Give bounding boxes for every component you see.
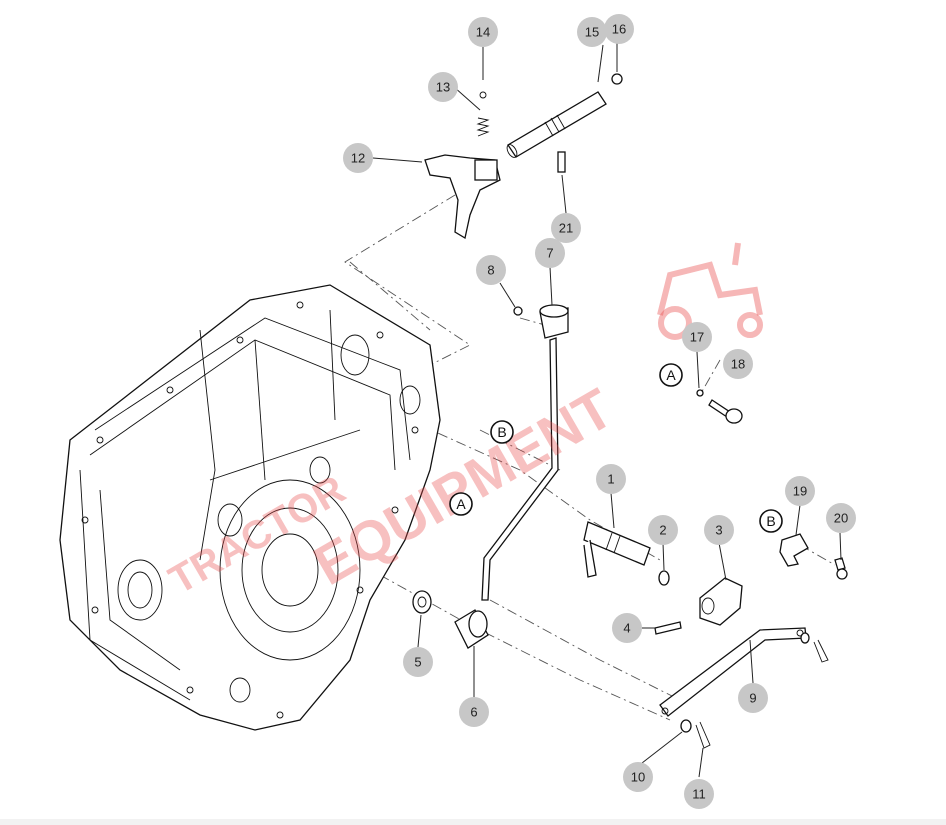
callout-3-label: 3 bbox=[715, 523, 722, 538]
detent-spring bbox=[476, 117, 490, 137]
callout-1: 1 bbox=[596, 464, 626, 494]
pin-21 bbox=[557, 151, 566, 173]
link-arm bbox=[659, 627, 807, 717]
leader-lines bbox=[372, 42, 842, 778]
set-screw bbox=[513, 306, 523, 316]
alignment-lines bbox=[344, 194, 836, 721]
detent-ball bbox=[479, 91, 487, 99]
tractor-logo-icon bbox=[657, 242, 763, 340]
callout-1-label: 1 bbox=[607, 472, 614, 487]
ref-marker-a-bolt-label: A bbox=[666, 367, 676, 383]
callout-13: 13 bbox=[428, 72, 458, 102]
ref-marker-b-clip-label: B bbox=[766, 513, 775, 529]
clip-19 bbox=[779, 533, 809, 567]
ref-marker-a-housing-label: A bbox=[456, 496, 466, 512]
callout-2: 2 bbox=[648, 515, 678, 545]
lever-3 bbox=[699, 577, 743, 626]
callout-10-label: 10 bbox=[631, 770, 645, 785]
callout-8: 8 bbox=[476, 255, 506, 285]
callout-16: 16 bbox=[604, 14, 634, 44]
washer-2 bbox=[658, 570, 670, 586]
ref-marker-b-housing: B bbox=[490, 420, 514, 444]
shift-rod bbox=[506, 91, 607, 158]
callout-9: 9 bbox=[738, 683, 768, 713]
callout-20-label: 20 bbox=[834, 511, 848, 526]
callout-15: 15 bbox=[577, 17, 607, 47]
ref-marker-b-housing-label: B bbox=[497, 424, 506, 440]
cotter-pin-right bbox=[800, 632, 829, 663]
callout-11-label: 11 bbox=[692, 787, 706, 802]
shift-lever-rod bbox=[481, 337, 559, 601]
bolt-18 bbox=[708, 399, 743, 424]
callout-4-label: 4 bbox=[623, 621, 630, 636]
callout-5-label: 5 bbox=[414, 655, 421, 670]
rod-nut bbox=[611, 73, 623, 85]
callout-8-label: 8 bbox=[487, 263, 494, 278]
shift-lever-bushing bbox=[539, 304, 569, 339]
callout-21: 21 bbox=[551, 213, 581, 243]
pin-4 bbox=[654, 621, 682, 635]
callout-12-label: 12 bbox=[351, 151, 365, 166]
callout-3: 3 bbox=[704, 515, 734, 545]
callout-14: 14 bbox=[468, 17, 498, 47]
shaft-1 bbox=[583, 521, 651, 578]
shift-fork bbox=[424, 154, 501, 240]
washer-10 bbox=[680, 719, 692, 733]
bolt-20 bbox=[834, 557, 848, 580]
callout-20: 20 bbox=[826, 503, 856, 533]
transmission-housing bbox=[59, 284, 441, 731]
callout-9-label: 9 bbox=[749, 691, 756, 706]
callout-14-label: 14 bbox=[476, 25, 490, 40]
bottom-strip bbox=[0, 819, 946, 825]
callout-11: 11 bbox=[684, 779, 714, 809]
ref-marker-a-bolt: A bbox=[659, 363, 683, 387]
callout-18: 18 bbox=[723, 349, 753, 379]
callout-7: 7 bbox=[535, 238, 565, 268]
callout-13-label: 13 bbox=[436, 80, 450, 95]
callout-10: 10 bbox=[623, 762, 653, 792]
ref-marker-a-housing: A bbox=[449, 492, 473, 516]
cotter-pin-11 bbox=[695, 721, 711, 749]
callout-5: 5 bbox=[403, 647, 433, 677]
callout-6-label: 6 bbox=[470, 705, 477, 720]
callout-21-label: 21 bbox=[559, 221, 573, 236]
callout-15-label: 15 bbox=[585, 25, 599, 40]
washer-5 bbox=[412, 590, 432, 614]
callout-7-label: 7 bbox=[546, 246, 553, 261]
callout-17: 17 bbox=[682, 322, 712, 352]
callout-19: 19 bbox=[785, 476, 815, 506]
ref-marker-b-clip: B bbox=[759, 509, 783, 533]
callout-16-label: 16 bbox=[612, 22, 626, 37]
washer-17 bbox=[696, 389, 704, 397]
callout-18-label: 18 bbox=[731, 357, 745, 372]
roller-6 bbox=[454, 609, 489, 649]
callout-19-label: 19 bbox=[793, 484, 807, 499]
callout-4: 4 bbox=[612, 613, 642, 643]
callout-2-label: 2 bbox=[659, 523, 666, 538]
callout-12: 12 bbox=[343, 143, 373, 173]
callout-6: 6 bbox=[459, 697, 489, 727]
callout-17-label: 17 bbox=[690, 330, 704, 345]
